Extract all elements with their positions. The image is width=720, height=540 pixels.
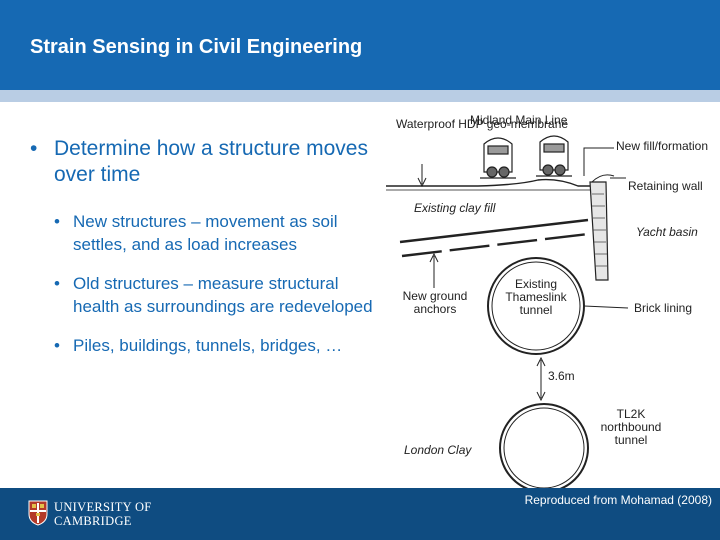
label-midland-main-line: Midland Main Line bbox=[470, 113, 568, 127]
label-new-fill: New fill/formation bbox=[616, 139, 709, 153]
bullet-text: New structures – movement as soil settle… bbox=[73, 212, 338, 254]
anchor-lower-line bbox=[401, 232, 589, 258]
leader-brick-lining bbox=[583, 305, 629, 309]
title-divider-strip bbox=[0, 90, 720, 102]
leader-new-fill bbox=[583, 147, 614, 176]
retaining-wall-shape bbox=[589, 174, 615, 281]
university-line-2: CAMBRIDGE bbox=[54, 514, 132, 528]
bullet-list: • Determine how a structure moves over t… bbox=[30, 136, 375, 357]
bullet-text: Old structures – measure structural heal… bbox=[73, 274, 373, 316]
label-existing-thameslink-tunnel: Existing Thameslink tunnel bbox=[505, 277, 567, 317]
bullet-text: Piles, buildings, tunnels, bridges, … bbox=[73, 336, 343, 355]
sub-bullet-item: • New structures – movement as soil sett… bbox=[30, 210, 375, 256]
bullet-symbol: • bbox=[54, 212, 60, 231]
sub-bullet-item: • Old structures – measure structural he… bbox=[30, 272, 375, 318]
label-brick-lining: Brick lining bbox=[634, 301, 693, 315]
tunnel-cross-section-diagram: Waterproof HDP geo-membrane Midland Main… bbox=[378, 108, 720, 488]
ground-line bbox=[386, 178, 594, 187]
label-tl2k-tunnel: TL2K northbound tunnel bbox=[600, 407, 662, 447]
tl2k-tunnel-outline bbox=[499, 403, 589, 488]
label-waterproof-membrane: Waterproof HDP geo-membrane bbox=[396, 117, 569, 131]
footer-bar: UNIVERSITY OF CAMBRIDGE Reproduced from … bbox=[0, 488, 720, 540]
label-london-clay: London Clay bbox=[404, 443, 472, 457]
train-2-icon bbox=[536, 135, 572, 177]
bullet-item: • Determine how a structure moves over t… bbox=[30, 136, 375, 188]
anchor-upper-line bbox=[399, 218, 589, 244]
university-wordmark: UNIVERSITY OF CAMBRIDGE bbox=[54, 500, 152, 528]
university-line-1: UNIVERSITY OF bbox=[54, 500, 152, 514]
cambridge-shield-icon bbox=[28, 500, 48, 526]
bullet-symbol: • bbox=[30, 137, 38, 160]
bullet-symbol: • bbox=[54, 336, 60, 355]
train-1-icon bbox=[480, 137, 516, 179]
label-existing-clay-fill: Existing clay fill bbox=[414, 201, 496, 215]
label-retaining-wall: Retaining wall bbox=[628, 179, 703, 193]
diagram-graphic bbox=[386, 135, 629, 488]
label-dimension: 3.6m bbox=[548, 369, 575, 383]
bullet-text: Determine how a structure moves over tim… bbox=[54, 137, 368, 186]
label-yacht-basin: Yacht basin bbox=[636, 225, 698, 239]
label-new-ground-anchors: New ground anchors bbox=[402, 289, 468, 316]
title-bar: Strain Sensing in Civil Engineering bbox=[0, 0, 720, 90]
sub-bullet-item: • Piles, buildings, tunnels, bridges, … bbox=[30, 334, 375, 357]
image-credit: Reproduced from Mohamad (2008) bbox=[524, 493, 712, 507]
bullet-symbol: • bbox=[54, 274, 60, 293]
slide-title: Strain Sensing in Civil Engineering bbox=[30, 36, 363, 58]
